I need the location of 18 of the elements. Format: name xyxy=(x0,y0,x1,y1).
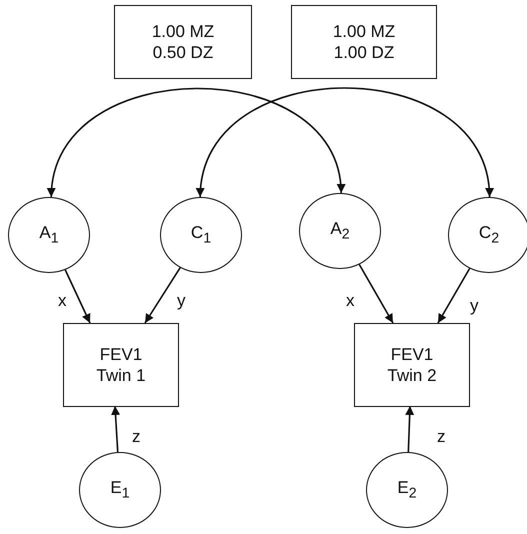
latent-variable-circle: C$_{2}$ xyxy=(448,197,527,273)
coefficient-box: 1.00 MZ 1.00 DZ xyxy=(291,5,437,79)
coefficient-box: 1.00 MZ 0.50 DZ xyxy=(114,5,252,79)
latent-variable-circle: A$_{2}$ xyxy=(299,193,381,269)
observed-variable-box: FEV1 Twin 1 xyxy=(63,323,179,407)
latent-variable-circle: E$_{1}$ xyxy=(79,452,161,528)
arrow xyxy=(358,264,394,324)
arrow xyxy=(437,268,470,324)
latent-variable-circle: E$_{2}$ xyxy=(366,452,448,528)
curved-arrow xyxy=(197,87,492,198)
arrow xyxy=(64,270,91,324)
latent-variable-circle: A$_{1}$ xyxy=(8,197,90,273)
curved-arrow xyxy=(48,88,344,198)
observed-variable-box: FEV1 Twin 2 xyxy=(354,323,470,407)
arrow xyxy=(144,267,181,324)
arrow xyxy=(111,406,120,452)
arrow xyxy=(405,406,414,452)
latent-variable-circle: C$_{1}$ xyxy=(160,197,242,273)
